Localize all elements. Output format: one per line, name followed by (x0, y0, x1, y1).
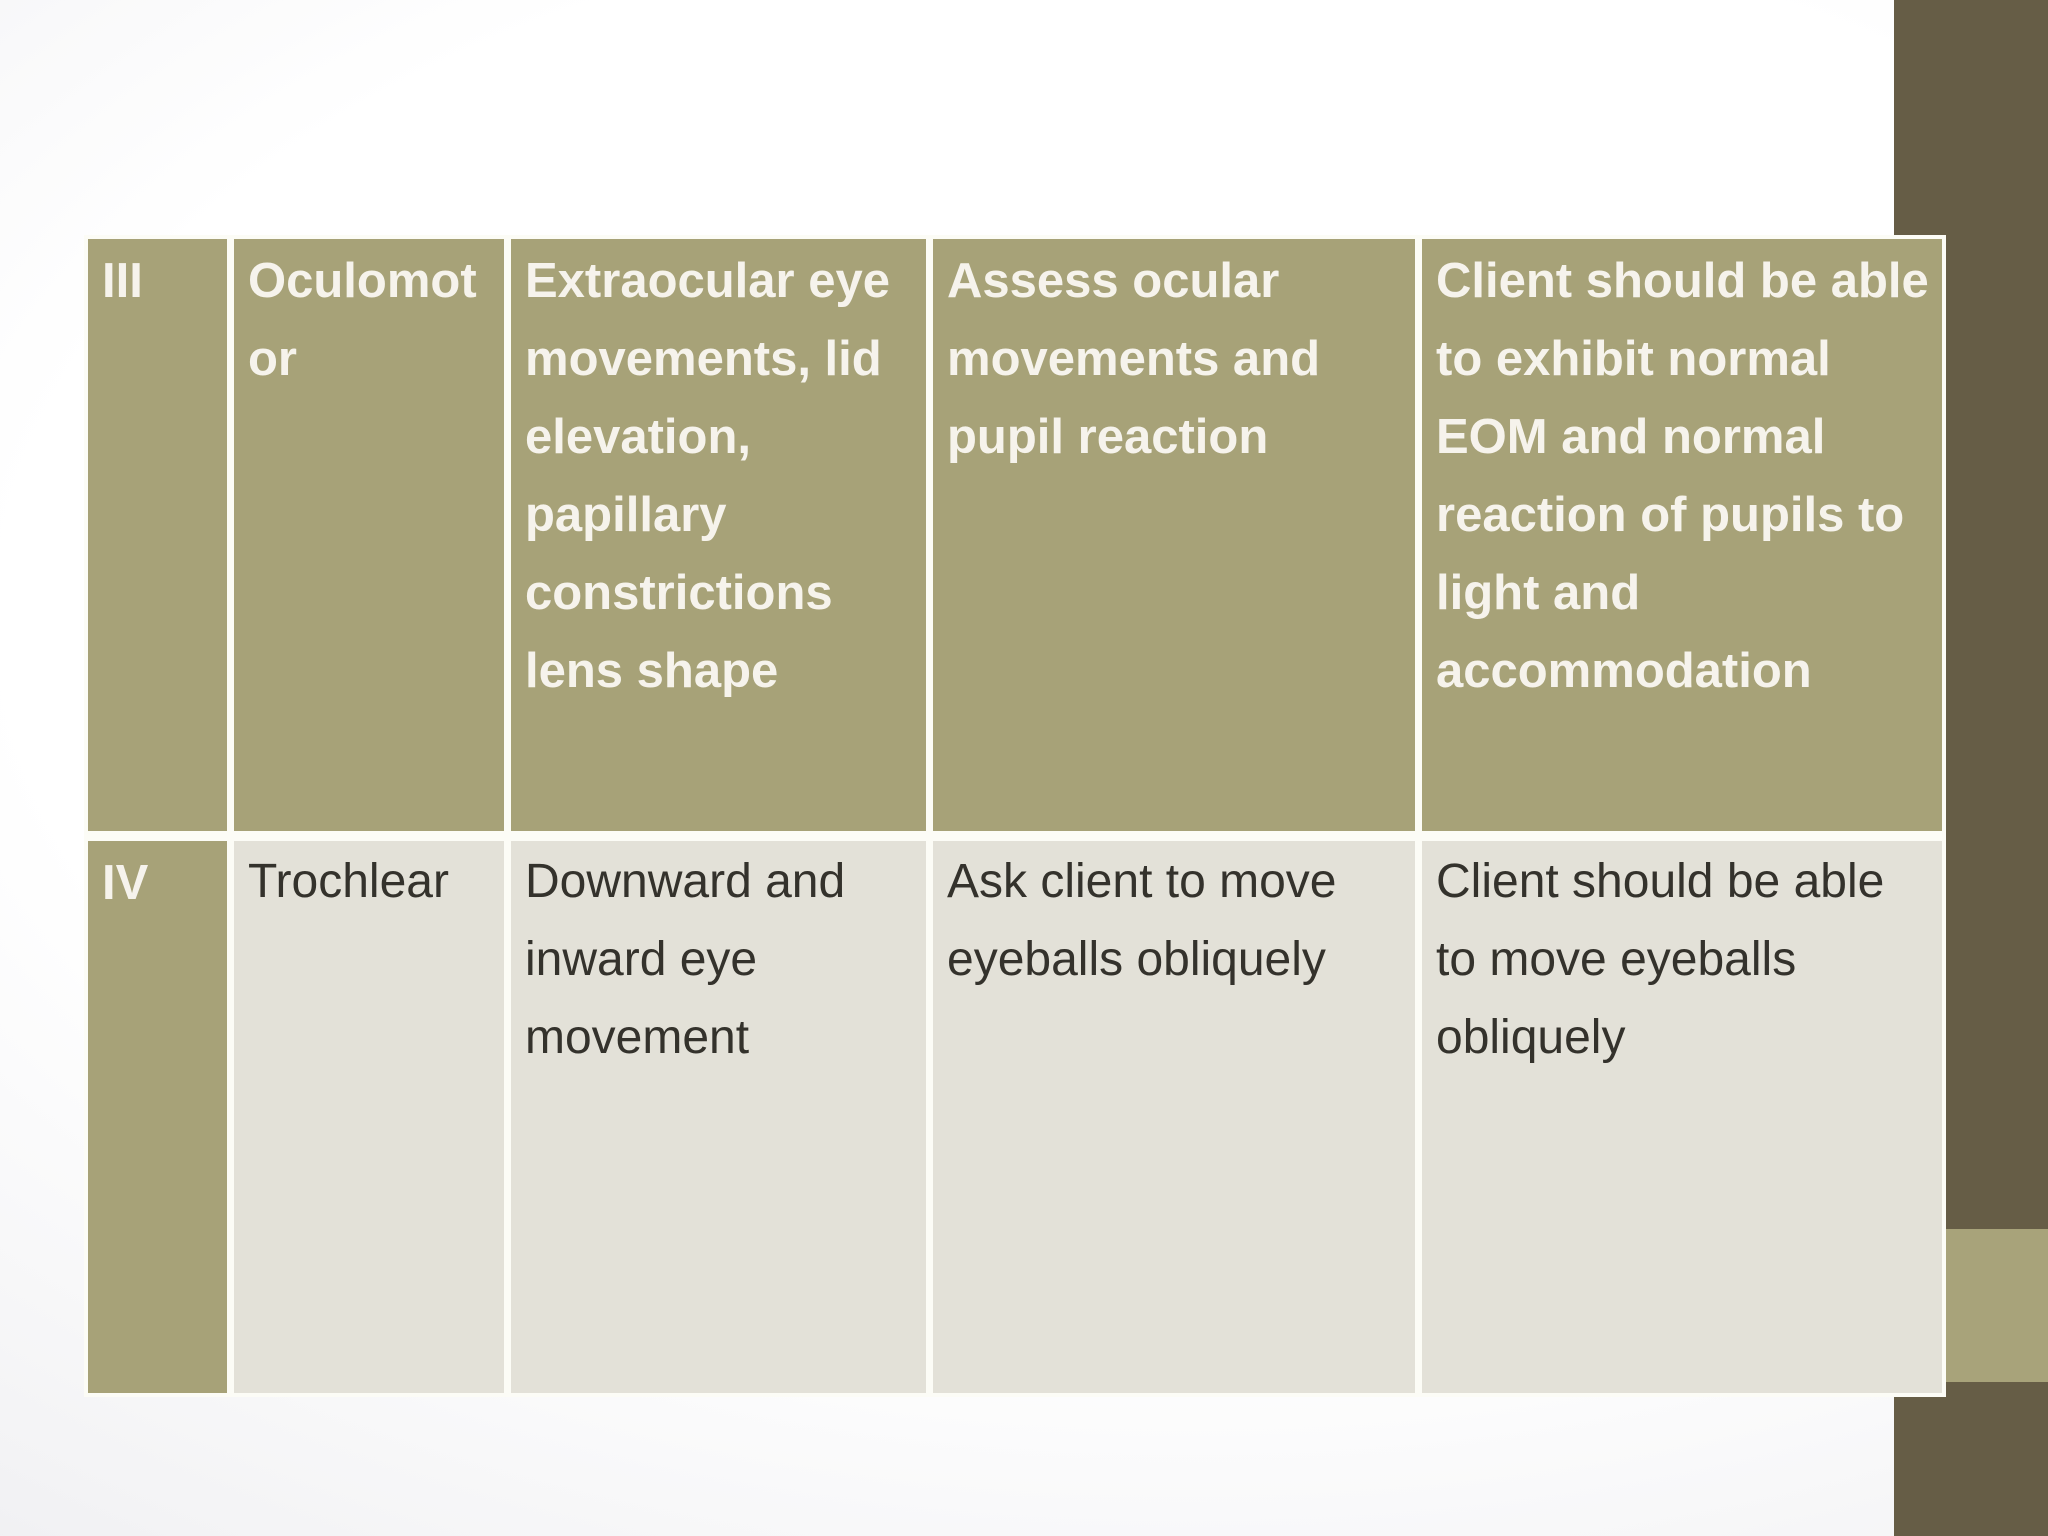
cn4-expected-finding-cell: Client should be able to move eyeballs o… (1422, 841, 1942, 1393)
cn4-number-cell: IV (88, 841, 227, 1393)
cn4-function-cell: Downward and inward eye movement (511, 841, 926, 1393)
cn3-number-cell: III (88, 239, 227, 831)
cranial-nerve-table: III Oculomotor Extraocular eye movements… (84, 235, 1946, 1397)
cn4-assessment-cell: Ask client to move eyeballs obliquely (933, 841, 1415, 1393)
cn4-number: IV (102, 856, 149, 910)
cn3-name: Oculomotor (248, 254, 477, 386)
cn4-assessment: Ask client to move eyeballs obliquely (947, 855, 1337, 986)
cn3-assessment-cell: Assess ocular movements and pupil reacti… (933, 239, 1415, 831)
cn4-function: Downward and inward eye movement (525, 855, 846, 1064)
cn3-name-cell: Oculomotor (234, 239, 504, 831)
cn3-expected-finding: Client should be able to exhibit normal … (1436, 254, 1929, 698)
cn3-number: III (102, 254, 143, 308)
cn3-function-cell: Extraocular eye movements, lid elevation… (511, 239, 926, 831)
cn3-function: Extraocular eye movements, lid elevation… (525, 254, 890, 698)
cn4-name-cell: Trochlear (234, 841, 504, 1393)
cn4-expected-finding: Client should be able to move eyeballs o… (1436, 855, 1885, 1064)
cn4-name: Trochlear (248, 855, 449, 908)
cn3-assessment: Assess ocular movements and pupil reacti… (947, 254, 1321, 464)
cn3-expected-finding-cell: Client should be able to exhibit normal … (1422, 239, 1942, 831)
